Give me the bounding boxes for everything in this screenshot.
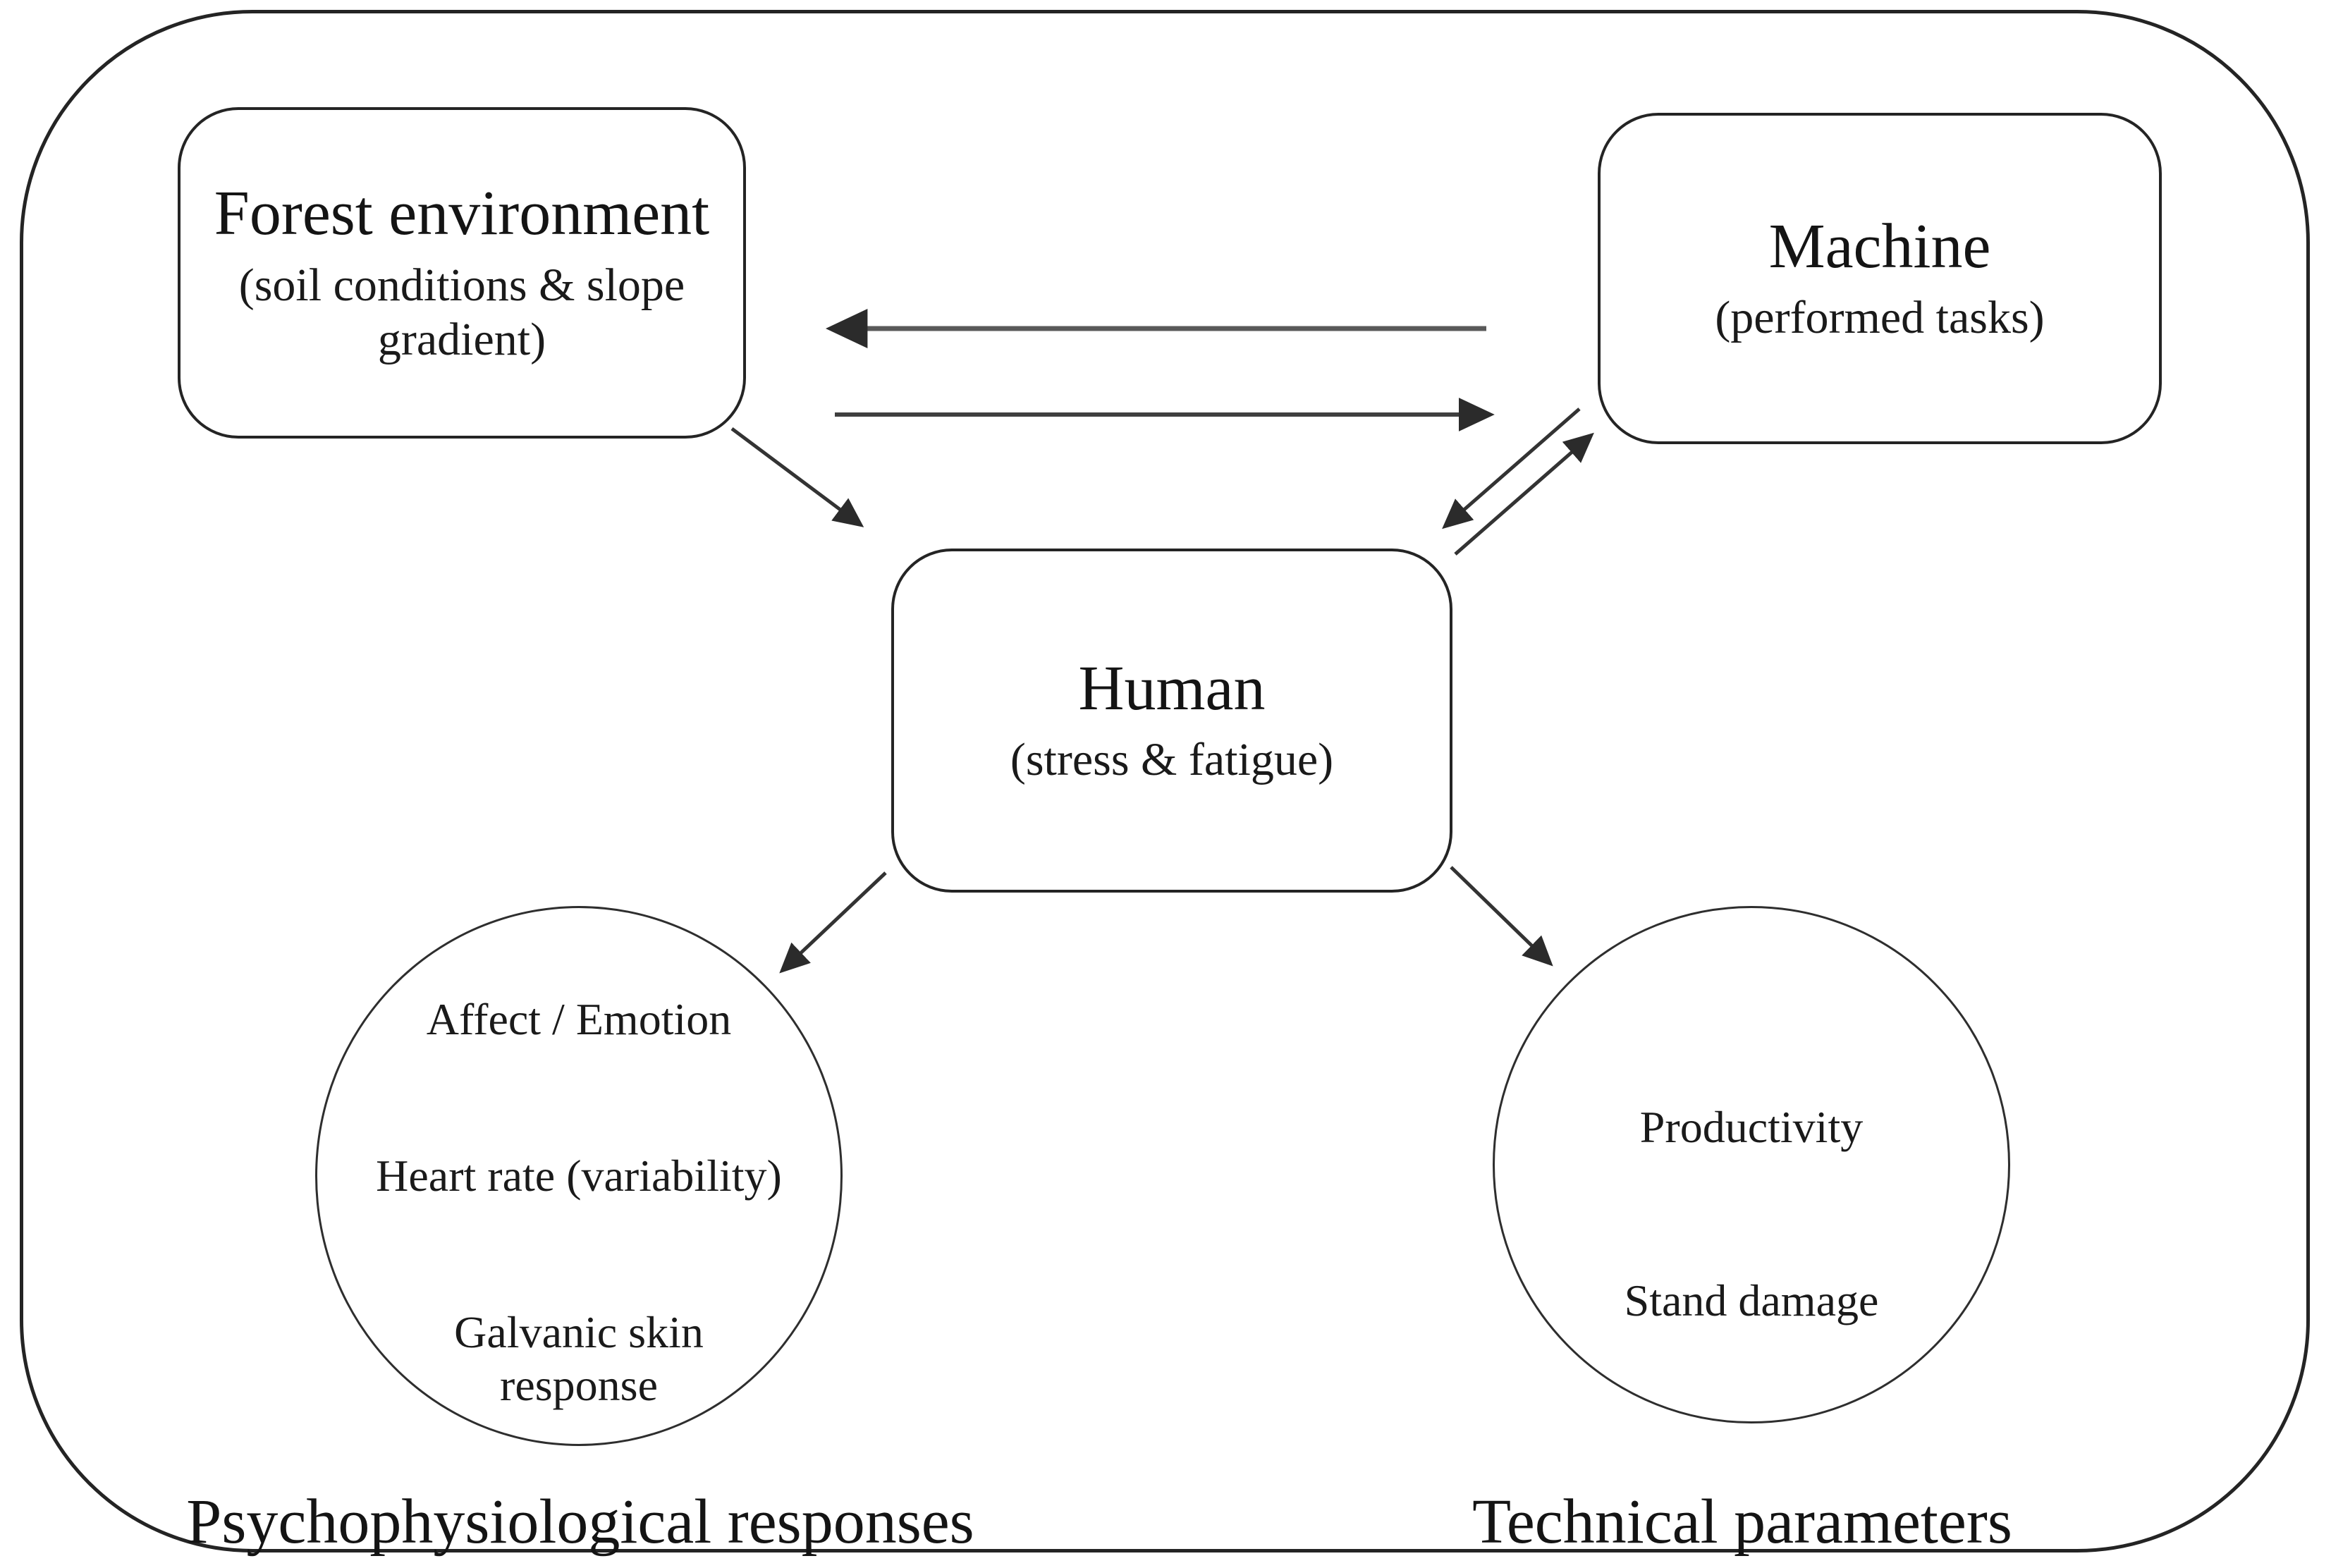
forest-environment-node: Forest environment (soil conditions & sl…	[178, 107, 746, 439]
arrow-human-to-tech-circle	[1450, 866, 1553, 967]
psychophysiological-responses-caption: Psychophysiological responses	[186, 1486, 974, 1557]
technical-circle: Productivity Stand damage	[1493, 906, 2010, 1423]
machine-node: Machine (performed tasks)	[1598, 113, 2162, 444]
technical-parameters-caption: Technical parameters	[1472, 1486, 2012, 1557]
psych-item-galvanic-skin-response: Galvanic skin response	[454, 1306, 704, 1411]
arrow-machine-to-human	[1442, 408, 1581, 529]
tech-item-productivity: Productivity	[1639, 1102, 1864, 1153]
arrow-human-to-machine	[1454, 432, 1594, 556]
tech-item-stand-damage: Stand damage	[1624, 1275, 1879, 1325]
psych-item-heart-rate: Heart rate (variability)	[376, 1150, 782, 1201]
forest-environment-subtitle: (soil conditions & slope gradient)	[238, 259, 685, 366]
psych-item-affect-emotion: Affect / Emotion	[426, 994, 732, 1044]
human-title: Human	[1078, 653, 1266, 723]
human-node: Human (stress & fatigue)	[891, 549, 1452, 893]
psychophysiological-circle: Affect / Emotion Heart rate (variability…	[315, 906, 843, 1446]
arrow-forest-to-human	[730, 427, 864, 527]
machine-subtitle: (performed tasks)	[1715, 292, 2045, 344]
forest-environment-title: Forest environment	[214, 178, 710, 248]
human-subtitle: (stress & fatigue)	[1010, 734, 1334, 786]
machine-title: Machine	[1768, 211, 1991, 281]
arrow-human-to-psych-circle	[779, 871, 887, 974]
